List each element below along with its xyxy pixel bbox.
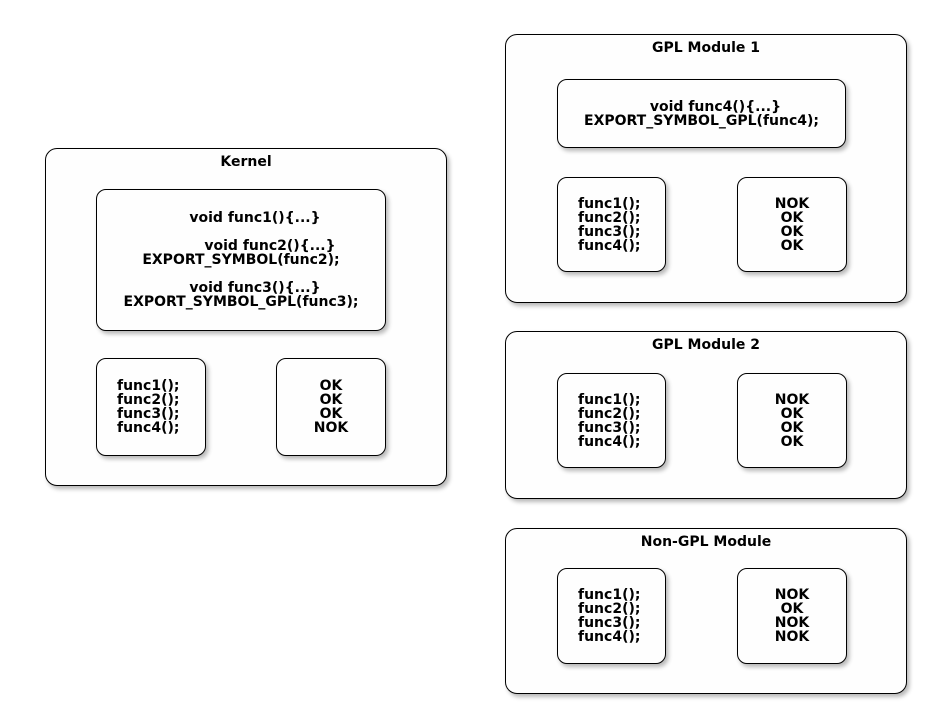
gpl-module-2-box: GPL Module 2 func1(); func2(); func3(); … — [505, 331, 907, 499]
code-line: void func4(){...} — [649, 98, 782, 115]
call-line: func4(); — [578, 237, 641, 254]
non-gpl-module-calls-box: func1(); func2(); func3(); func4(); — [557, 568, 666, 664]
call-line: func2(); — [578, 405, 641, 422]
non-gpl-module-results-box: NOK OK NOK NOK — [737, 568, 847, 664]
gpl-module-1-results-box: NOK OK OK OK — [737, 177, 847, 272]
call-line: func4(); — [578, 433, 641, 450]
gpl-module-1-code-box: void func4(){...} EXPORT_SYMBOL_GPL(func… — [557, 79, 846, 148]
call-line: func4(); — [578, 629, 641, 645]
kernel-results-box: OK OK OK NOK — [276, 358, 386, 456]
result-line: NOK — [313, 420, 349, 436]
result-line: NOK — [774, 391, 810, 408]
gpl-module-2-results-box: NOK OK OK OK — [737, 373, 847, 468]
gpl-module-1-title: GPL Module 1 — [652, 40, 760, 56]
result-line: OK — [780, 601, 804, 617]
kernel-box: Kernel void func1(){...} void func2(){..… — [45, 148, 447, 486]
kernel-calls-box: func1(); func2(); func3(); func4(); — [96, 358, 206, 456]
call-line: func3(); — [578, 419, 641, 436]
result-line: OK — [319, 378, 343, 394]
result-line: OK — [780, 405, 804, 422]
kernel-title: Kernel — [220, 154, 272, 170]
code-line: void func3(){...} — [189, 280, 321, 296]
code-line-blank — [97, 267, 385, 281]
gpl-module-1-box: GPL Module 1 void func4(){...} EXPORT_SY… — [505, 34, 907, 303]
result-line: OK — [780, 223, 804, 240]
call-line: func3(); — [117, 406, 180, 422]
call-line: func1(); — [117, 378, 180, 394]
gpl-module-2-calls-box: func1(); func2(); func3(); func4(); — [557, 373, 666, 468]
code-line: EXPORT_SYMBOL_GPL(func4); — [584, 112, 819, 129]
code-line: EXPORT_SYMBOL_GPL(func3); — [123, 294, 359, 310]
non-gpl-module-box: Non-GPL Module func1(); func2(); func3()… — [505, 528, 907, 694]
result-line: NOK — [774, 587, 810, 603]
call-line: func3(); — [578, 223, 641, 240]
call-line: func4(); — [117, 420, 180, 436]
call-line: func2(); — [117, 392, 180, 408]
result-line: OK — [780, 433, 804, 450]
code-line: EXPORT_SYMBOL(func2); — [142, 252, 340, 268]
call-line: func3(); — [578, 615, 641, 631]
call-line: func1(); — [578, 195, 641, 212]
result-line: OK — [780, 209, 804, 226]
result-line: OK — [319, 392, 343, 408]
call-line: func2(); — [578, 209, 641, 226]
gpl-module-1-calls-box: func1(); func2(); func3(); func4(); — [557, 177, 666, 272]
result-line: NOK — [774, 629, 810, 645]
code-line: void func1(){...} — [189, 210, 321, 226]
code-line: void func2(){...} — [204, 238, 336, 254]
result-line: OK — [780, 419, 804, 436]
non-gpl-module-title: Non-GPL Module — [640, 534, 772, 550]
result-line: OK — [780, 237, 804, 254]
gpl-module-2-title: GPL Module 2 — [652, 337, 760, 353]
call-line: func1(); — [578, 587, 641, 603]
kernel-code-box: void func1(){...} void func2(){...} EXPO… — [96, 189, 386, 331]
result-line: OK — [319, 406, 343, 422]
call-line: func1(); — [578, 391, 641, 408]
result-line: NOK — [774, 615, 810, 631]
call-line: func2(); — [578, 601, 641, 617]
result-line: NOK — [774, 195, 810, 212]
code-line-blank — [97, 225, 385, 239]
